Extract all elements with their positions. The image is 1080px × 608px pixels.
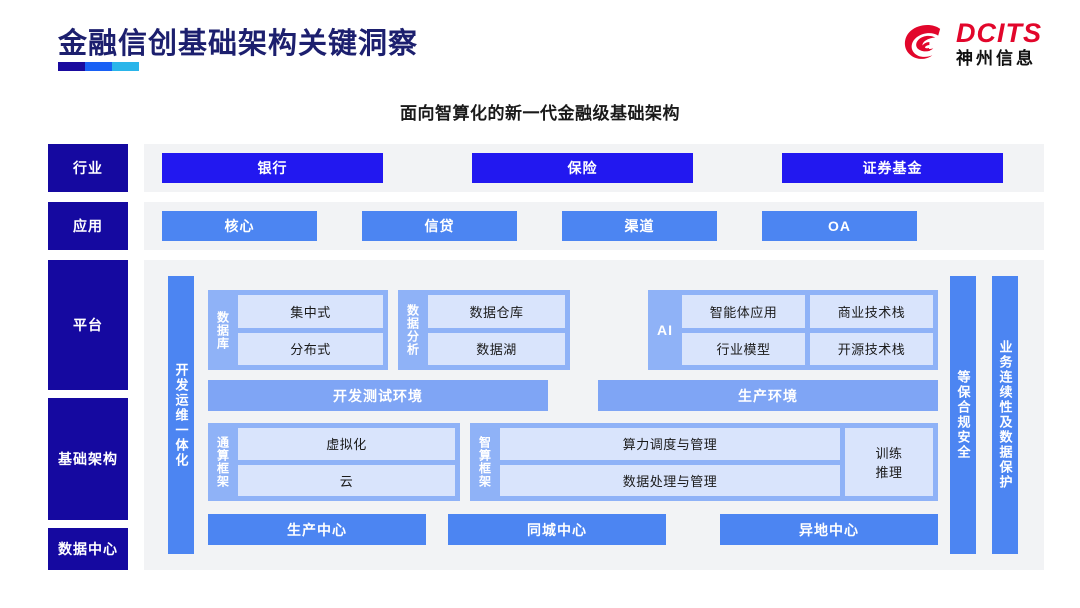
tile-data-lake[interactable]: 数据湖 <box>428 332 565 365</box>
vertical-bar-devops[interactable]: 开发运维一体化 <box>168 276 194 554</box>
bar-dev-test-environment[interactable]: 开发测试环境 <box>208 380 548 411</box>
industry-chip-bank[interactable]: 银行 <box>162 153 383 183</box>
vertical-bar-security[interactable]: 等保合规安全 <box>950 276 976 554</box>
tile-opensource-stack[interactable]: 开源技术栈 <box>810 332 933 365</box>
page-title: 金融信创基础架构关键洞察 <box>58 28 419 60</box>
group-caption-smart-compute: 智算框架 <box>477 436 492 488</box>
logo-text-en: DCITS <box>956 18 1042 48</box>
rule-segment-2 <box>85 62 112 71</box>
application-chip-core[interactable]: 核心 <box>162 211 317 241</box>
tile-industry-model[interactable]: 行业模型 <box>682 332 805 365</box>
tile-centralized[interactable]: 集中式 <box>238 295 383 328</box>
tile-distributed[interactable]: 分布式 <box>238 332 383 365</box>
logo-text-cn: 神州信息 <box>956 49 1036 68</box>
train-label: 训练 <box>875 446 903 461</box>
platform-main-panel: 开发运维一体化 等保合规安全 业务连续性及数据保护 数据库 集中式 分布式 数据… <box>144 260 1044 570</box>
stack-label-industry: 行业 <box>48 144 128 192</box>
group-ai[interactable]: AI 智能体应用 行业模型 商业技术栈 开源技术栈 <box>648 290 938 370</box>
platform-inner-grid: 数据库 集中式 分布式 数据分析 数据仓库 数据湖 AI 智能体应用 <box>208 276 938 554</box>
industry-chip-insurance[interactable]: 保险 <box>472 153 693 183</box>
dcits-swirl-icon <box>900 20 947 67</box>
group-caption-database: 数据库 <box>215 310 230 350</box>
application-chip-oa[interactable]: OA <box>762 211 917 241</box>
bar-same-city-center[interactable]: 同城中心 <box>448 514 666 545</box>
application-chip-channel[interactable]: 渠道 <box>562 211 717 241</box>
bar-production-center[interactable]: 生产中心 <box>208 514 426 545</box>
industry-chip-list: 银行 保险 证券基金 <box>144 144 1044 192</box>
tile-compute-scheduling[interactable]: 算力调度与管理 <box>500 428 840 460</box>
group-caption-general-compute: 通算框架 <box>215 436 230 488</box>
group-database[interactable]: 数据库 集中式 分布式 <box>208 290 388 370</box>
group-smart-compute-framework[interactable]: 智算框架 算力调度与管理 数据处理与管理 训练 推理 <box>470 423 938 501</box>
infer-label: 推理 <box>875 465 903 480</box>
application-chip-list: 核心 信贷 渠道 OA <box>144 202 1044 250</box>
rule-segment-1 <box>58 62 85 71</box>
application-row-panel: 核心 信贷 渠道 OA <box>144 202 1044 250</box>
tile-commercial-stack[interactable]: 商业技术栈 <box>810 295 933 328</box>
tile-data-warehouse[interactable]: 数据仓库 <box>428 295 565 328</box>
stack-label-infrastructure: 基础架构 <box>48 398 128 520</box>
application-chip-credit[interactable]: 信贷 <box>362 211 517 241</box>
tile-cloud[interactable]: 云 <box>238 464 455 496</box>
tile-agent-application[interactable]: 智能体应用 <box>682 295 805 328</box>
title-underline-rule <box>58 62 139 71</box>
industry-row-panel: 银行 保险 证券基金 <box>144 144 1044 192</box>
vertical-bar-bcp[interactable]: 业务连续性及数据保护 <box>992 276 1018 554</box>
stack-label-application: 应用 <box>48 202 128 250</box>
industry-chip-securities[interactable]: 证券基金 <box>782 153 1003 183</box>
stack-label-platform: 平台 <box>48 260 128 390</box>
tile-train-infer[interactable]: 训练 推理 <box>845 428 933 496</box>
tile-virtualization[interactable]: 虚拟化 <box>238 428 455 460</box>
group-caption-data-analysis: 数据分析 <box>405 304 420 356</box>
group-data-analysis[interactable]: 数据分析 数据仓库 数据湖 <box>398 290 570 370</box>
bar-production-environment[interactable]: 生产环境 <box>598 380 938 411</box>
group-general-compute-framework[interactable]: 通算框架 虚拟化 云 <box>208 423 460 501</box>
stack-label-datacenter: 数据中心 <box>48 528 128 570</box>
rule-segment-3 <box>112 62 139 71</box>
group-caption-ai: AI <box>657 322 673 338</box>
bar-remote-center[interactable]: 异地中心 <box>720 514 938 545</box>
tile-data-processing[interactable]: 数据处理与管理 <box>500 464 840 496</box>
subtitle: 面向智算化的新一代金融级基础架构 <box>400 104 680 123</box>
dcits-logo: DCITS 神州信息 <box>900 20 1042 67</box>
